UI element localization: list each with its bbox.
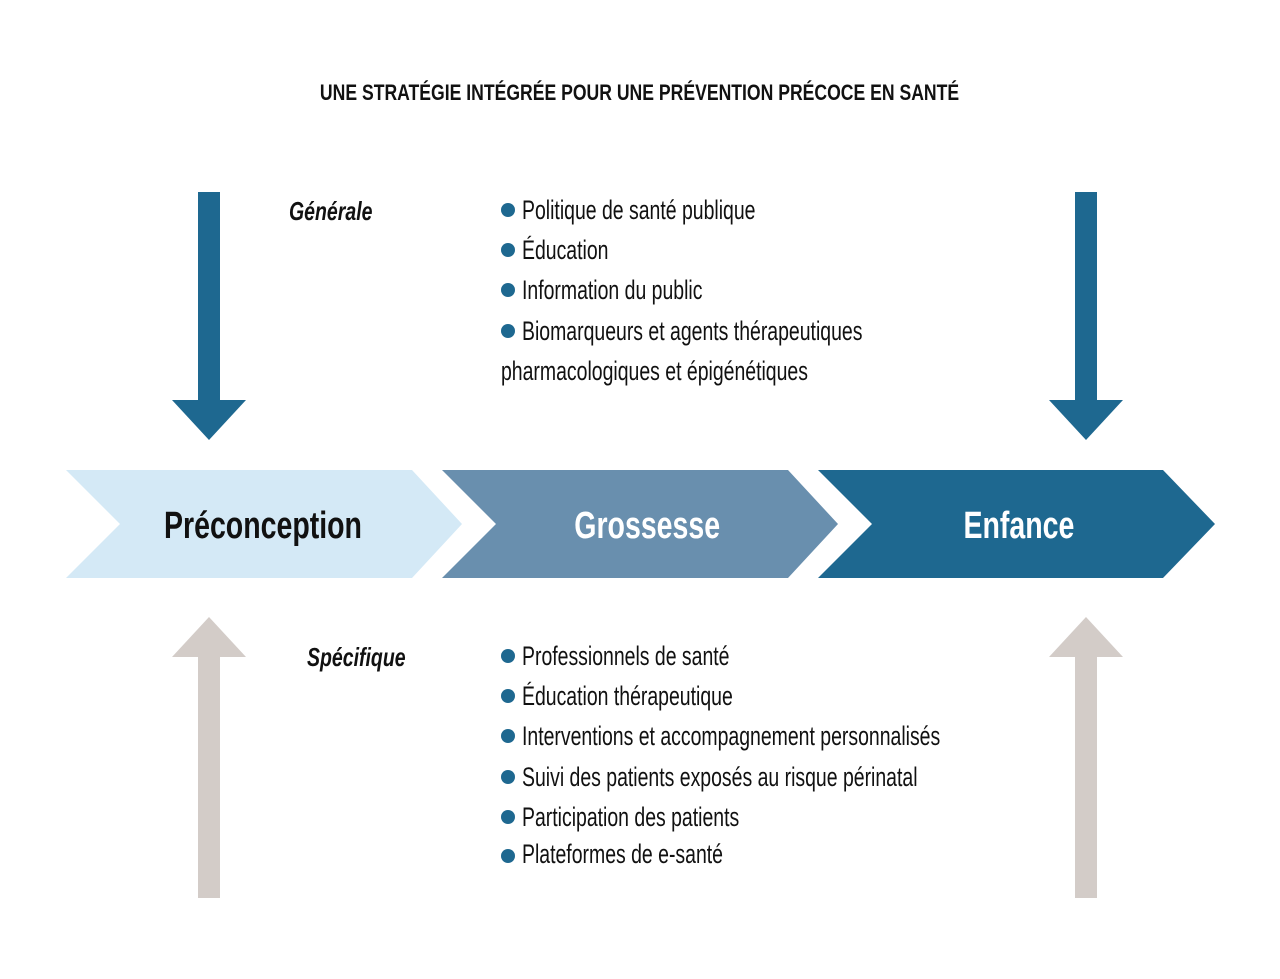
diagram-title-text: UNE STRATÉGIE INTÉGRÉE POUR UNE PRÉVENTI… [320,80,960,105]
list-item-text: Biomarqueurs et agents thérapeutiques [522,316,863,346]
list-item-text: Participation des patients [522,802,740,832]
list-item: Plateformes de e-santé [522,841,801,868]
list-item: Interventions et accompagnement personna… [522,723,1103,750]
stage-chevron-grossesse [442,470,838,578]
list-item-text: Éducation [522,235,609,265]
bullet-icon [501,243,515,257]
list-item: Biomarqueurs et agents thérapeutiques [522,318,995,345]
list-item: Politique de santé publique [522,197,846,224]
specific-label-text: Spécifique [307,642,406,672]
down-arrow-left [172,192,246,440]
bullet-icon [501,810,515,824]
stage-label-text: Préconception [164,505,362,547]
list-item: Éducation thérapeutique [522,683,815,710]
stage-chevron-preconception [66,470,462,578]
bullet-icon [501,283,515,297]
bullet-icon [501,729,515,743]
general-label: Générale [289,198,400,224]
stage-label-text: Enfance [963,505,1075,547]
stage-label: Enfance [869,507,1169,545]
list-item: Suivi des patients exposés au risque pér… [522,764,1071,791]
bullet-icon [501,770,515,784]
list-item: Professionnels de santé [522,643,810,670]
stage-label-text: Grossesse [574,505,720,547]
list-item-text: Professionnels de santé [522,641,730,671]
stage-label: Grossesse [497,507,797,545]
bullet-icon [501,689,515,703]
up-arrow-left [172,617,246,898]
list-item: Éducation [522,237,642,264]
list-item-text: Interventions et accompagnement personna… [522,721,941,751]
list-item-text: Politique de santé publique [522,195,756,225]
specific-bullets [501,649,515,863]
general-label-text: Générale [289,196,373,226]
bullet-icon [501,324,515,338]
bullet-icon [501,203,515,217]
diagram-title: UNE STRATÉGIE INTÉGRÉE POUR UNE PRÉVENTI… [0,82,1280,104]
stage-label: Préconception [113,507,413,545]
general-bullets [501,203,515,338]
specific-label: Spécifique [307,644,438,670]
list-item-text: Éducation thérapeutique [522,681,733,711]
up-arrow-right [1049,617,1123,898]
stage-chevron-enfance [818,470,1215,578]
list-item-text: pharmacologiques et épigénétiques [501,356,808,386]
down-arrow-right [1049,192,1123,440]
list-item-continuation: pharmacologiques et épigénétiques [501,358,927,385]
list-item-text: Information du public [522,275,703,305]
bullet-icon [501,849,515,863]
bullet-icon [501,649,515,663]
list-item-text: Plateformes de e-santé [522,839,723,869]
list-item: Participation des patients [522,804,824,831]
list-item-text: Suivi des patients exposés au risque pér… [522,762,918,792]
list-item: Information du public [522,277,773,304]
